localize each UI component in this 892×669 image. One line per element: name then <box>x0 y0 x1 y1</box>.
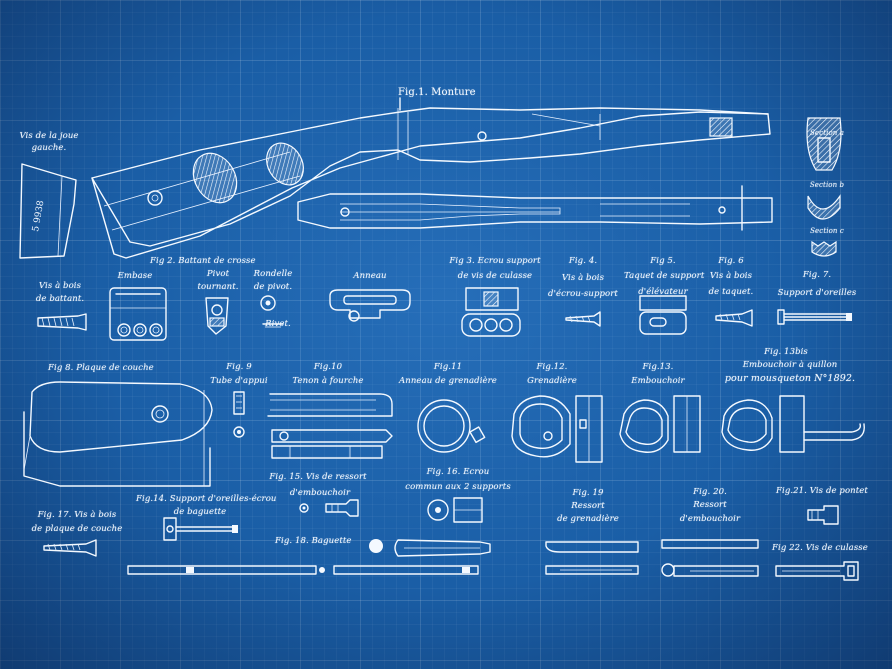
fig13bis-title-3: pour mousqueton N°1892. <box>724 373 856 384</box>
fig17-title-2: de plaque de couche <box>31 524 123 534</box>
ecrou-support <box>461 287 521 337</box>
fig9-title-2: Tube d'appui <box>210 376 268 386</box>
fig15-title-1: Fig. 15. Vis de ressort <box>269 472 367 482</box>
fig12-title-1: Fig.12. <box>536 362 568 372</box>
fig8-title: Fig 8. Plaque de couche <box>48 363 154 373</box>
anneau-part <box>329 289 411 322</box>
tenon-a-fourche <box>267 393 393 459</box>
fig6-title-1: Fig. 6 <box>718 256 744 266</box>
vis-culasse <box>775 561 859 581</box>
baguette-rod <box>127 539 491 575</box>
fig7-title-1: Fig. 7. <box>802 270 832 280</box>
fig7-title-2: Support d'oreilles <box>777 288 857 298</box>
pivot-label-2: tournant. <box>197 282 239 292</box>
fig4-title-1: Fig. 4. <box>568 256 598 266</box>
fig15-title-2: d'embouchoir <box>289 488 351 498</box>
fig14-title-1: Fig.14. Support d'oreilles-écrou <box>136 494 277 504</box>
ecrou-commun <box>427 497 483 523</box>
rondelle-part <box>260 295 284 328</box>
fig19-title-1: Fig. 19 <box>572 488 604 498</box>
fig16-title-2: commun aux 2 supports <box>405 482 511 492</box>
fig13-title-1: Fig.13. <box>642 362 674 372</box>
fig17-screw <box>43 539 97 557</box>
vis-battant-label-1: Vis à bois <box>38 281 82 291</box>
fig5-title-1: Fig 5. <box>650 256 676 266</box>
fig18-title: Fig. 18. Baguette <box>275 536 352 546</box>
rondelle-label-1: Rondelle <box>253 269 293 279</box>
fig5-title-2: Taquet de support <box>624 271 705 281</box>
fig12-title-2: Grenadière <box>527 376 577 386</box>
fig6-title-2: Vis à bois <box>709 271 753 281</box>
support-oreilles-ecrou <box>163 517 238 541</box>
fig6-title-3: de taquet. <box>708 287 754 297</box>
sections <box>806 117 842 257</box>
vis-battant-screw <box>37 313 87 331</box>
fig14-title-2: de baguette <box>173 507 227 517</box>
vis-joue-label-1: Vis de la joue <box>19 131 79 141</box>
fig4-title-3: d'écrou-support <box>548 289 618 299</box>
plaque-de-couche <box>23 381 213 487</box>
vis-joue-label-2: gauche. <box>31 143 67 153</box>
fig20-title-2: Ressort <box>693 500 727 510</box>
pivot-part <box>205 297 229 335</box>
fig17-title-1: Fig. 17. Vis à bois <box>37 510 117 520</box>
anneau-label: Anneau <box>353 271 387 281</box>
fig4-title-2: Vis à bois <box>561 273 605 283</box>
fig1-title: Fig.1. Monture <box>398 87 476 98</box>
embouchoir-part <box>619 395 701 453</box>
fig19-title-3: de grenadière <box>557 514 619 524</box>
fig20-title-3: d'embouchoir <box>679 514 741 524</box>
rondelle-label-2: de pivot. <box>253 282 293 292</box>
tube-appui <box>233 391 245 438</box>
fig3-title-1: Fig 3. Ecrou support <box>449 256 541 266</box>
section-b-label: Section b <box>809 181 845 189</box>
fig11-title-2: Anneau de grenadière <box>399 376 497 386</box>
fig9-title-1: Fig. 9 <box>226 362 252 372</box>
serial-number: 5 9938 <box>31 200 46 233</box>
embouchoir-quillon <box>721 395 865 453</box>
taquet-part <box>639 295 687 335</box>
grenadiere-part <box>511 395 603 463</box>
fig13bis-title-2: Embouchoir à quillon <box>742 360 838 370</box>
fig13bis-title-1: Fig. 13bis <box>764 347 808 357</box>
fig22-title: Fig 22. Vis de culasse <box>772 543 868 553</box>
embase-label: Embase <box>117 271 153 281</box>
fig2-title: Fig 2. Battant de crosse <box>150 256 256 266</box>
fig5-title-3: d'élévateur <box>638 287 688 297</box>
embase-part <box>109 287 167 341</box>
ressort-embouchoir <box>661 539 759 577</box>
vis-battant-label-2: de battant. <box>35 294 85 304</box>
section-c-label: Section c <box>810 227 844 235</box>
fig10-title-1: Fig.10 <box>313 362 343 372</box>
fig11-title-1: Fig.11 <box>433 362 463 372</box>
vis-pontet <box>807 505 839 525</box>
fig4-screw <box>565 311 601 327</box>
fig20-title-1: Fig. 20. <box>693 487 727 497</box>
fig21-title: Fig.21. Vis de pontet <box>776 486 868 496</box>
fig16-title-1: Fig. 16. Ecrou <box>426 467 490 477</box>
joue-piece: 5 9938 <box>19 163 77 259</box>
anneau-grenadiere <box>417 399 486 453</box>
fig19-title-2: Ressort <box>571 501 605 511</box>
ressort-grenadiere <box>545 541 639 575</box>
stock-side-view <box>91 97 771 259</box>
fig3-title-2: de vis de culasse <box>457 271 533 281</box>
fig13-title-2: Embouchoir <box>631 376 685 386</box>
fig6-screw <box>715 309 753 327</box>
fig10-title-2: Tenon à fourche <box>292 376 364 386</box>
vis-ressort-embouchoir <box>299 499 359 517</box>
support-oreilles <box>777 309 852 325</box>
pivot-label-1: Pivot <box>206 269 230 279</box>
stock-top-view <box>297 193 773 229</box>
